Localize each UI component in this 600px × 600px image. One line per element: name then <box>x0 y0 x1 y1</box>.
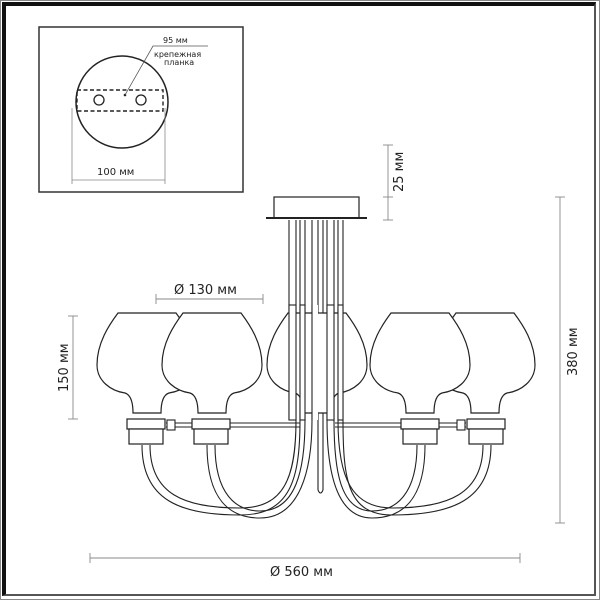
canopy-diameter-label: 100 мм <box>97 167 134 178</box>
lamp-shade-2 <box>161 312 263 414</box>
holders-and-arms <box>126 418 506 445</box>
lamp-shade-4 <box>369 312 471 414</box>
bracket-leader-line <box>124 45 208 96</box>
mounting-inset: 95 мм крепежная планка 100 мм <box>38 26 244 193</box>
total-diameter-label: Ø 560 мм <box>270 565 333 580</box>
canopy-circle <box>75 55 169 149</box>
inset-box <box>38 26 244 193</box>
bracket-label-line1: крепежная <box>154 50 201 59</box>
shade-height-label: 150 мм <box>57 343 72 392</box>
shade-diameter-label: Ø 130 мм <box>174 283 237 298</box>
curved-arms <box>141 419 492 519</box>
stems-front <box>288 304 344 421</box>
screw-hole-right <box>135 94 147 106</box>
bracket-width-label: 95 мм <box>163 36 188 45</box>
shade-height-dimension: 150 мм <box>57 315 78 420</box>
total-height-dimension: 380 мм <box>555 196 581 524</box>
canopy-height-label: 25 мм <box>392 152 407 192</box>
total-height-label: 380 мм <box>566 327 581 376</box>
shade-diameter-dimension: Ø 130 мм <box>155 283 264 304</box>
ceiling-canopy <box>266 196 367 219</box>
mounting-bracket-dashed <box>76 89 164 112</box>
screw-hole-left <box>93 94 105 106</box>
canopy-height-dimension: 25 мм <box>383 144 407 221</box>
bracket-label-line2: планка <box>164 58 194 67</box>
canopy-body <box>273 196 360 219</box>
total-diameter-dimension: Ø 560 мм <box>89 553 521 580</box>
